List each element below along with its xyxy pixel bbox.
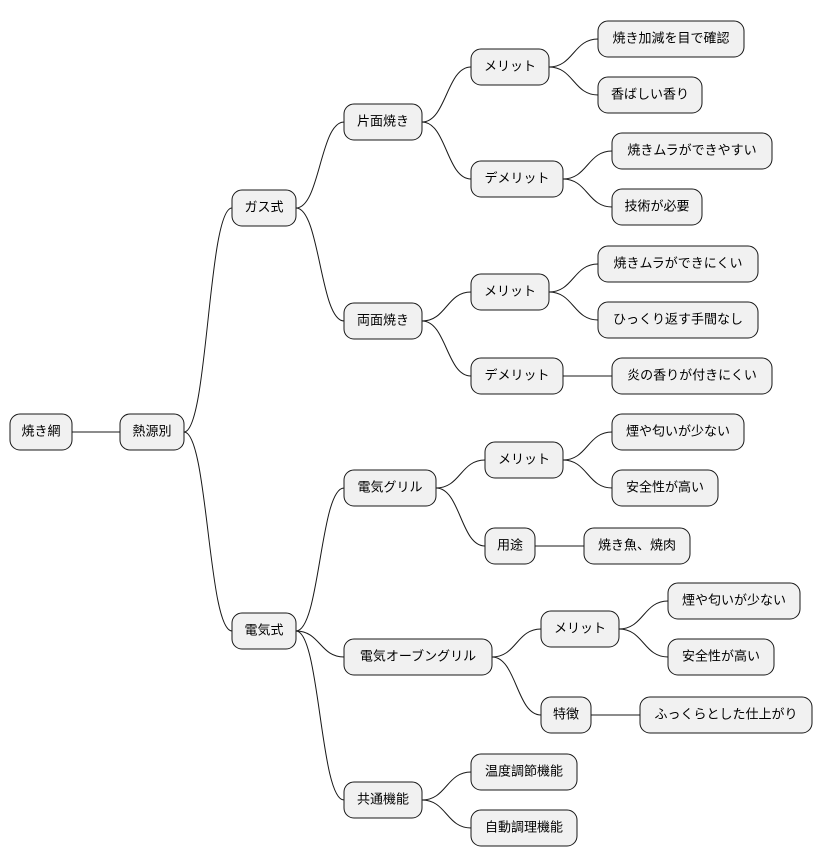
node-double-demerit: デメリット [470,357,564,395]
node-by-heat-source: 熱源別 [119,413,185,451]
svg-text:デメリット: デメリット [484,368,549,384]
svg-text:電気グリル: 電気グリル [357,480,422,496]
connector-node-double-sided-to-node-double-merit [421,291,472,322]
leaf-check-doneness: 焼き加減を目で確認 [597,20,745,58]
node-double-merit: メリット [470,273,550,311]
leaf-uneven-cooking: 焼きムラができやすい [611,132,773,170]
svg-text:焼きムラができやすい: 焼きムラができやすい [627,144,756,159]
leaf-even-cooking: 焼きムラができにくい [597,245,759,283]
svg-text:特徴: 特徴 [553,708,579,723]
svg-text:焼き魚、焼肉: 焼き魚、焼肉 [598,539,676,554]
svg-text:焼き網: 焼き網 [21,425,60,440]
connector-node-electric-grill-to-node-grill-use [435,487,486,547]
leaf-grill-less-smoke: 煙や匂いが少ない [611,413,745,451]
connector-node-electric-oven-grill-to-node-oven-merit [491,628,542,658]
connector-node-electric-oven-grill-to-node-oven-feature [491,656,542,716]
node-grill-use: 用途 [484,527,536,565]
leaf-grill-safety: 安全性が高い [611,469,719,507]
connector-node-electric-type-to-node-electric-oven-grill [295,630,345,658]
connector-node-gas-type-to-node-double-sided [295,207,345,322]
leaf-auto-cooking: 自動調理機能 [470,809,578,847]
leaf-aroma: 香ばしい香り [597,76,703,114]
svg-text:メリット: メリット [498,453,550,468]
svg-text:メリット: メリット [484,285,536,300]
connector-node-single-demerit-to-leaf-uneven-cooking [562,150,613,180]
connector-node-double-merit-to-leaf-even-cooking [548,263,599,293]
node-root: 焼き網 [9,413,73,451]
svg-text:技術が必要: 技術が必要 [624,200,689,215]
svg-text:安全性が高い: 安全性が高い [626,480,704,496]
connector-node-single-demerit-to-leaf-skill-needed [562,178,613,208]
node-oven-merit: メリット [540,610,620,648]
svg-text:片面焼き: 片面焼き [357,115,409,130]
connector-node-oven-merit-to-leaf-oven-less-smoke [618,600,669,630]
connector-node-single-merit-to-leaf-aroma [548,66,599,96]
node-single-demerit: デメリット [470,160,564,198]
connector-node-electric-type-to-node-electric-grill [295,487,345,632]
connector-node-gas-type-to-node-single-sided [295,121,345,209]
connector-node-double-merit-to-leaf-no-flipping [548,291,599,321]
svg-text:煙や匂いが少ない: 煙や匂いが少ない [682,594,786,609]
connector-node-common-features-to-leaf-temperature-control [421,771,472,801]
svg-text:香ばしい香り: 香ばしい香り [611,88,689,103]
node-electric-oven-grill: 電気オーブングリル [343,638,493,676]
node-single-merit: メリット [470,48,550,86]
node-grill-merit: メリット [484,441,564,479]
node-single-sided: 片面焼き [343,103,423,141]
connector-node-by-heat-source-to-node-gas-type [183,207,233,433]
leaf-oven-safety: 安全性が高い [667,638,775,676]
svg-text:ひっくり返す手間なし: ひっくり返す手間なし [613,313,743,328]
svg-text:焼き加減を目で確認: 焼き加減を目で確認 [612,31,729,47]
connector-node-common-features-to-leaf-auto-cooking [421,799,472,829]
svg-text:共通機能: 共通機能 [357,793,409,808]
svg-text:両面焼き: 両面焼き [357,314,409,329]
svg-text:ガス式: ガス式 [244,201,283,216]
svg-text:用途: 用途 [497,538,523,554]
svg-text:電気オーブングリル: 電気オーブングリル [360,649,476,665]
svg-text:温度調節機能: 温度調節機能 [485,764,563,780]
svg-text:安全性が高い: 安全性が高い [682,649,760,665]
leaf-oven-less-smoke: 煙や匂いが少ない [667,582,801,620]
svg-text:炎の香りが付きにくい: 炎の香りが付きにくい [627,369,757,384]
svg-text:メリット: メリット [484,60,536,75]
svg-text:焼きムラができにくい: 焼きムラができにくい [613,257,742,272]
node-electric-type: 電気式 [231,612,297,650]
connector-node-oven-merit-to-leaf-oven-safety [618,628,669,658]
svg-text:メリット: メリット [554,622,606,637]
svg-text:熱源別: 熱源別 [132,425,171,440]
svg-text:ふっくらとした仕上がり: ふっくらとした仕上がり [654,708,797,723]
connector-lines [72,38,669,829]
connector-node-single-sided-to-node-single-demerit [421,121,472,180]
leaf-no-flipping: ひっくり返す手間なし [597,301,759,339]
connector-node-single-sided-to-node-single-merit [421,66,472,123]
connector-node-grill-merit-to-leaf-grill-less-smoke [562,431,613,461]
leaf-temperature-control: 温度調節機能 [470,753,578,791]
node-double-sided: 両面焼き [343,302,423,340]
svg-text:煙や匂いが少ない: 煙や匂いが少ない [626,425,730,440]
connector-node-by-heat-source-to-node-electric-type [183,431,233,632]
connector-node-electric-type-to-node-common-features [295,630,345,801]
connector-node-electric-grill-to-node-grill-merit [435,459,486,489]
leaf-oven-fluffy-finish: ふっくらとした仕上がり [639,696,813,734]
svg-text:電気式: 電気式 [244,623,283,639]
leaf-less-flame-aroma: 炎の香りが付きにくい [611,357,773,395]
node-gas-type: ガス式 [231,189,297,227]
svg-text:自動調理機能: 自動調理機能 [485,821,563,836]
node-common-features: 共通機能 [343,781,423,819]
svg-text:デメリット: デメリット [484,171,549,187]
leaf-skill-needed: 技術が必要 [611,188,703,226]
leaf-grill-fish-meat: 焼き魚、焼肉 [583,527,691,565]
node-oven-feature: 特徴 [540,696,592,734]
connector-node-double-sided-to-node-double-demerit [421,320,472,377]
connector-node-single-merit-to-leaf-check-doneness [548,38,599,68]
node-electric-grill: 電気グリル [343,469,437,507]
connector-node-grill-merit-to-leaf-grill-safety [562,459,613,489]
